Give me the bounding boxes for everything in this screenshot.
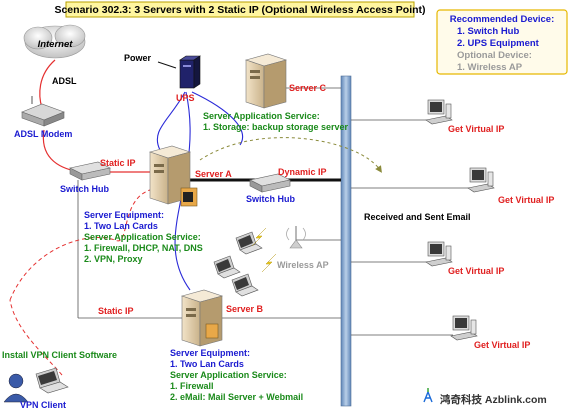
optional-item: 1. Wireless AP: [457, 62, 523, 73]
laptop-icon: [213, 255, 241, 279]
server-b-label: Server B: [226, 304, 264, 314]
server-b-app-2: 2. eMail: Mail Server + Webmail: [170, 392, 303, 402]
switch-hub-mid-icon: [249, 173, 291, 193]
client-pc-icon: [467, 167, 495, 193]
get-ip-label-3: Get Virtual IP: [448, 266, 504, 276]
client-pc-icon: [450, 315, 478, 341]
server-a-app-heading: Server Application Service:: [84, 232, 201, 242]
laptop-icon: [235, 231, 263, 255]
dynamic-ip-label: Dynamic IP: [278, 167, 327, 177]
client-pc-icon: [425, 241, 453, 267]
internet-label: Internet: [38, 39, 74, 50]
azblink-logo: 鸿奇科技 Azblink.com: [423, 388, 547, 406]
server-c-app-heading: Server Application Service:: [203, 111, 320, 121]
ups-label: UPS: [176, 93, 195, 103]
recommended-item-2: 2. UPS Equipment: [457, 38, 540, 49]
vpn-client-user-icon: [3, 373, 29, 403]
optional-heading: Optional Device:: [457, 50, 532, 61]
wireless-signal-icon: [251, 227, 267, 247]
server-a-equip-heading: Server Equipment:: [84, 210, 164, 220]
server-b-icon: [180, 289, 224, 347]
power-label: Power: [124, 53, 152, 63]
get-ip-label-1: Get Virtual IP: [448, 124, 504, 134]
install-vpn-label: Install VPN Client Software: [2, 350, 117, 360]
server-c-app-line-1: 1. Storage: backup storage server: [203, 122, 349, 132]
server-b-app-1: 1. Firewall: [170, 381, 214, 391]
title-banner: Scenario 302.3: 3 Servers with 2 Static …: [54, 1, 426, 18]
adsl-modem-label: ADSL Modem: [14, 129, 72, 139]
server-a-app-2: 2. VPN, Proxy: [84, 254, 143, 264]
laptop-icon: [231, 273, 259, 297]
switch-hub-mid-label: Switch Hub: [246, 194, 296, 204]
internet-cloud-icon: Internet: [23, 24, 86, 59]
received-email-label: Received and Sent Email: [364, 212, 471, 222]
vpn-client-laptop-icon: [35, 367, 69, 394]
static-ip-bottom-label: Static IP: [98, 306, 134, 316]
server-a-equip-1: 1. Two Lan Cards: [84, 221, 158, 231]
server-a-icon: [148, 145, 198, 207]
network-backbone: [340, 75, 352, 407]
wireless-signal-icon: [261, 253, 277, 273]
server-c-icon: [244, 53, 288, 109]
server-c-label: Server C: [289, 83, 327, 93]
recommended-box: Recommended Device: 1. Switch Hub 2. UPS…: [436, 9, 568, 75]
watermark-text: 鸿奇科技 Azblink.com: [440, 393, 547, 406]
server-a-app-1: 1. Firewall, DHCP, NAT, DNS: [84, 243, 203, 253]
get-ip-label-2: Get Virtual IP: [498, 195, 554, 205]
server-b-app-heading: Server Application Service:: [170, 370, 287, 380]
recommended-item-1: 1. Switch Hub: [457, 26, 519, 37]
server-a-label: Server A: [195, 169, 232, 179]
title-text: Scenario 302.3: 3 Servers with 2 Static …: [54, 4, 425, 16]
wireless-ap-icon: [286, 226, 306, 249]
client-pc-icon: [425, 99, 453, 125]
switch-hub-left-label: Switch Hub: [60, 184, 110, 194]
recommended-heading: Recommended Device:: [450, 14, 555, 25]
ups-icon: [179, 55, 201, 89]
adsl-modem-icon: [21, 96, 65, 127]
get-ip-label-4: Get Virtual IP: [474, 340, 530, 350]
server-b-equip-heading: Server Equipment:: [170, 348, 250, 358]
vpn-client-label: VPN Client: [20, 400, 66, 410]
switch-hub-left-icon: [69, 161, 111, 181]
wireless-ap-label: Wireless AP: [277, 260, 329, 270]
adsl-label: ADSL: [52, 76, 77, 86]
static-ip-top-label: Static IP: [100, 158, 136, 168]
server-b-equip-1: 1. Two Lan Cards: [170, 359, 244, 369]
